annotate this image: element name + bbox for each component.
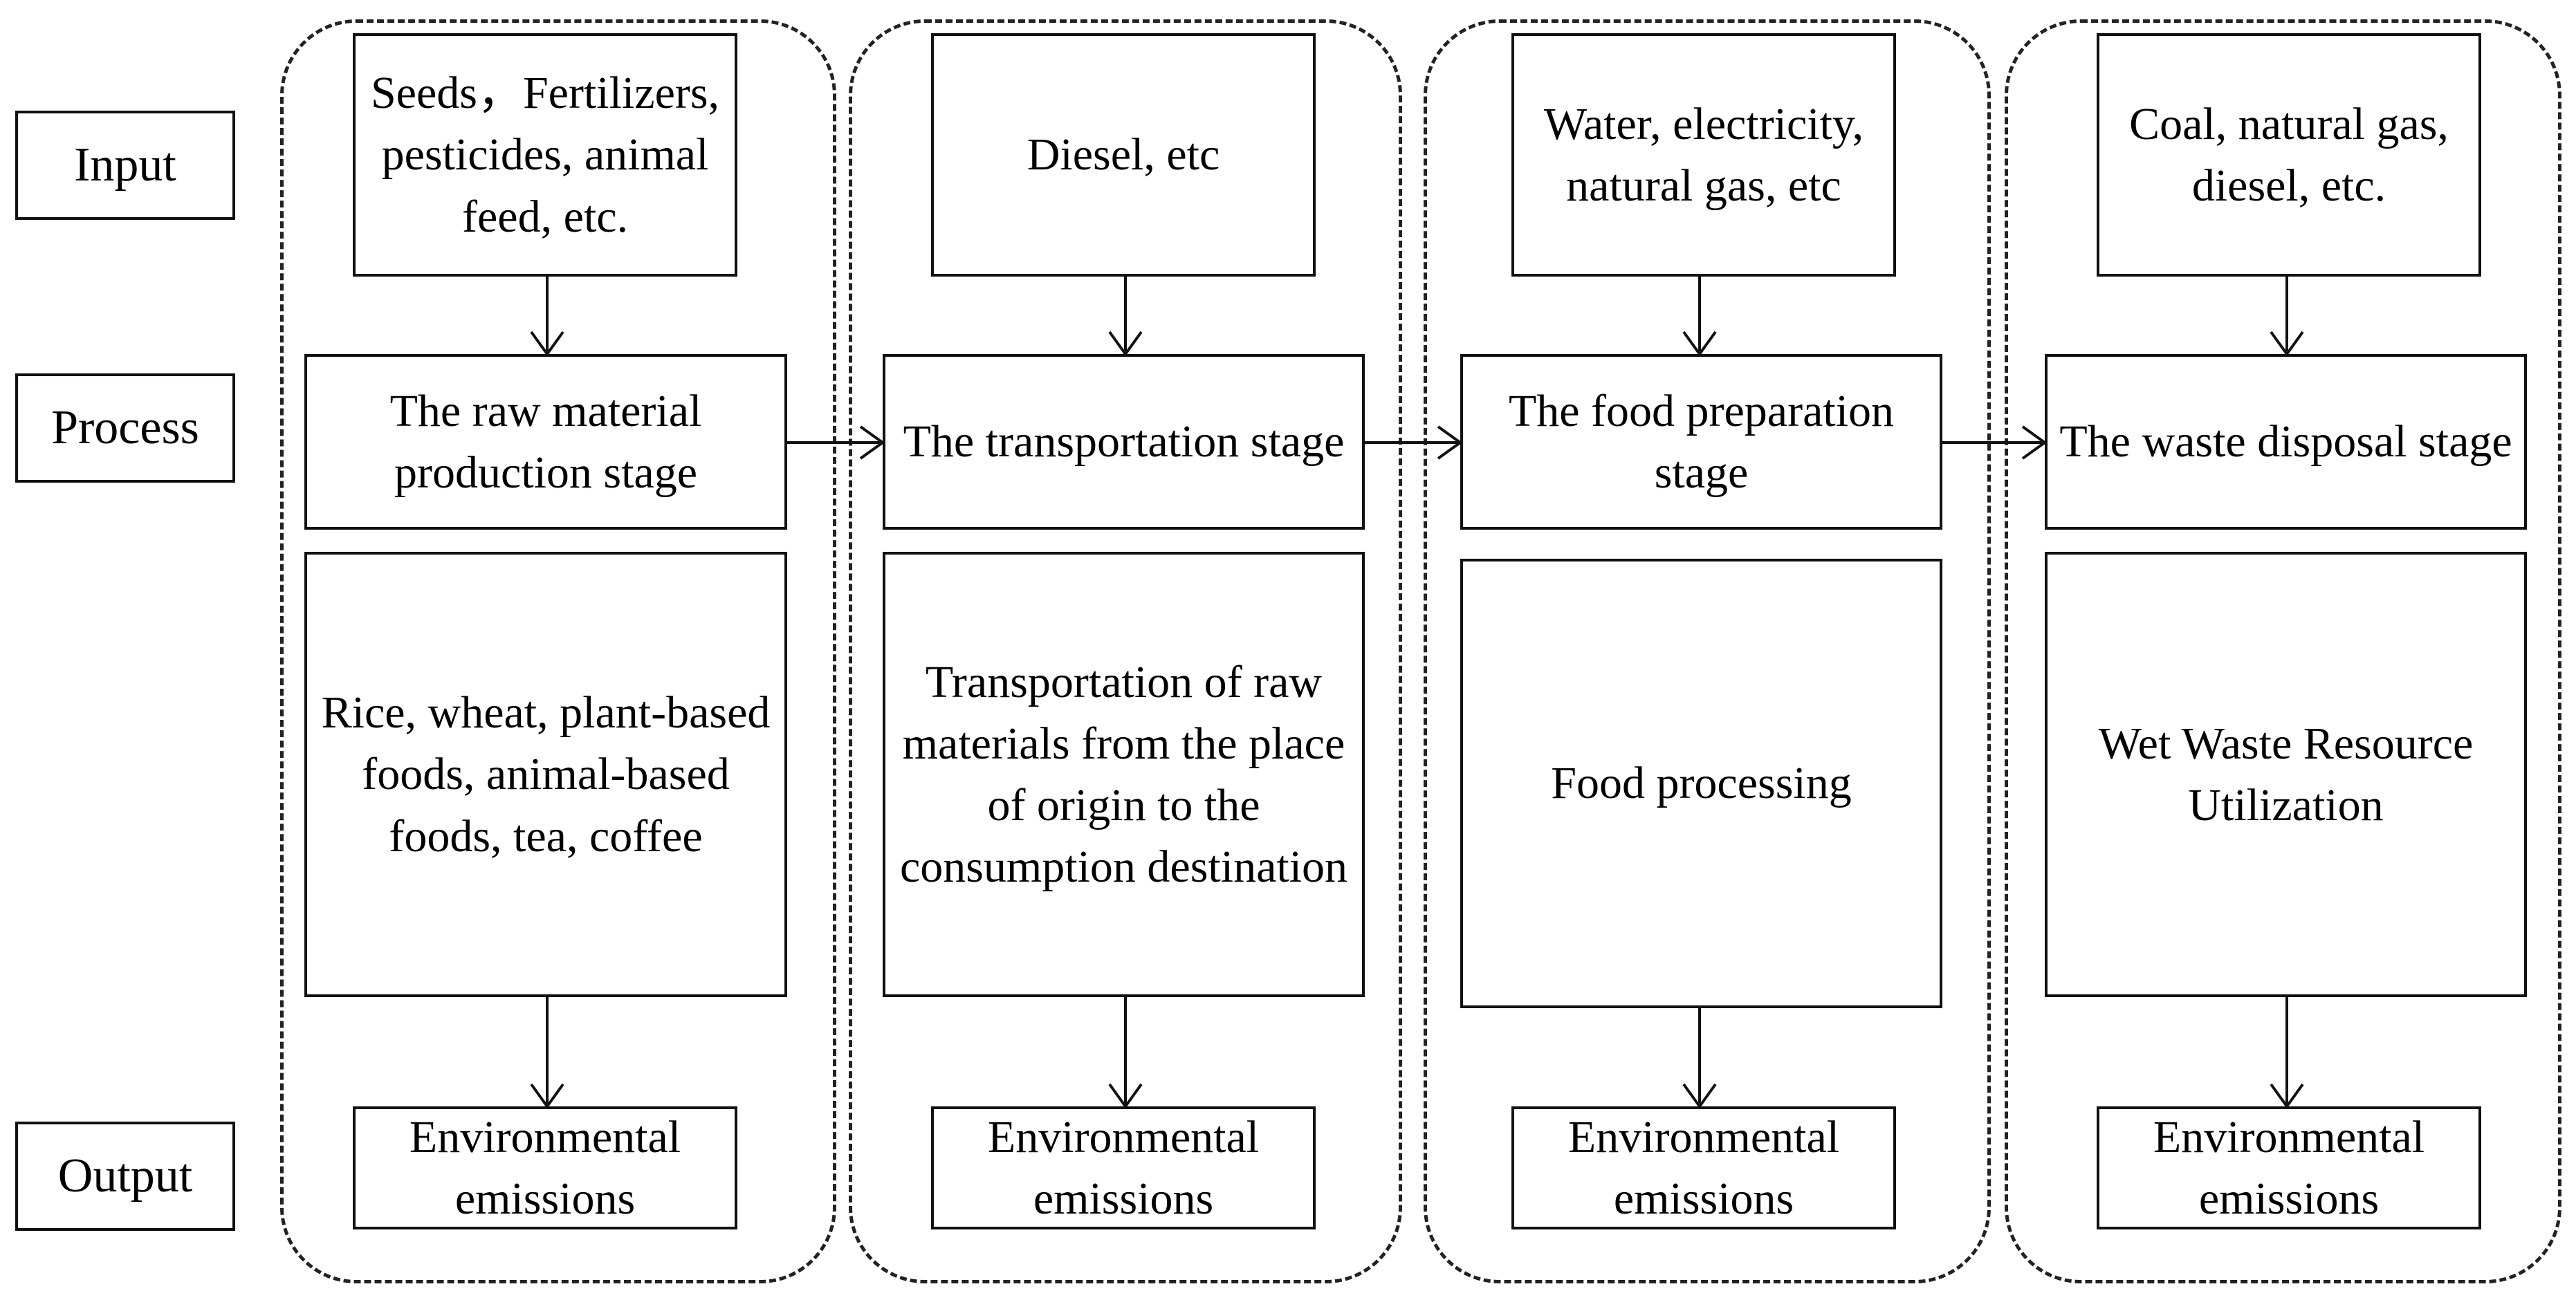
stage-4-input-text: Coal, natural gas, diesel, etc. — [2129, 98, 2449, 211]
stage-2-detail-text: Transportation of raw materials from the… — [899, 656, 1348, 893]
stage-3-input-text: Water, electricity, natural gas, etc — [1543, 98, 1864, 211]
row-label-output-text: Output — [57, 1149, 193, 1202]
stage-1-input-box: Seeds，Fertilizers, pesticides, animal fe… — [353, 33, 737, 277]
stage-1-detail-text: Rice, wheat, plant-based foods, animal-b… — [321, 687, 771, 862]
stage-1-detail-box: Rice, wheat, plant-based foods, animal-b… — [304, 552, 787, 997]
stage-4-output-text: Environmental emissions — [2153, 1111, 2425, 1224]
stage-2-output-text: Environmental emissions — [987, 1111, 1260, 1224]
stage-3-input-box: Water, electricity, natural gas, etc — [1511, 33, 1896, 277]
stage-3-process-text: The food preparation stage — [1508, 385, 1895, 498]
stage-3-process-box: The food preparation stage — [1460, 354, 1942, 530]
stage-4-input-box: Coal, natural gas, diesel, etc. — [2097, 33, 2481, 277]
stage-group-waste-disposal — [2005, 19, 2561, 1283]
stage-4-detail-box: Wet Waste Resource Utilization — [2045, 552, 2527, 997]
stage-2-output-box: Environmental emissions — [931, 1106, 1316, 1229]
row-label-input-text: Input — [74, 138, 176, 192]
stage-4-process-box: The waste disposal stage — [2045, 354, 2527, 530]
row-label-output: Output — [15, 1122, 235, 1231]
stage-1-input-text: Seeds，Fertilizers, pesticides, animal fe… — [370, 68, 720, 242]
stage-2-process-text: The transportation stage — [903, 416, 1345, 467]
stage-1-process-box: The raw material production stage — [304, 354, 787, 530]
stage-3-output-box: Environmental emissions — [1511, 1106, 1896, 1229]
stage-1-output-text: Environmental emissions — [409, 1111, 681, 1224]
stage-4-detail-text: Wet Waste Resource Utilization — [2098, 718, 2474, 830]
stage-3-detail-text: Food processing — [1551, 758, 1852, 809]
stage-3-detail-box: Food processing — [1460, 559, 1942, 1008]
stage-1-process-text: The raw material production stage — [389, 385, 702, 498]
stage-group-food-preparation — [1424, 19, 1991, 1283]
stage-3-output-text: Environmental emissions — [1567, 1111, 1840, 1224]
stage-2-input-text: Diesel, etc — [1027, 129, 1220, 180]
stage-group-raw-material — [280, 19, 836, 1283]
row-label-input: Input — [15, 111, 235, 220]
stage-4-output-box: Environmental emissions — [2097, 1106, 2481, 1229]
stage-1-output-box: Environmental emissions — [353, 1106, 737, 1229]
row-label-process: Process — [15, 373, 235, 483]
stage-group-transportation — [849, 19, 1402, 1283]
stage-4-process-text: The waste disposal stage — [2059, 416, 2512, 467]
stage-2-detail-box: Transportation of raw materials from the… — [883, 552, 1365, 997]
stage-2-process-box: The transportation stage — [883, 354, 1365, 530]
stage-2-input-box: Diesel, etc — [931, 33, 1316, 277]
row-label-process-text: Process — [51, 401, 199, 454]
